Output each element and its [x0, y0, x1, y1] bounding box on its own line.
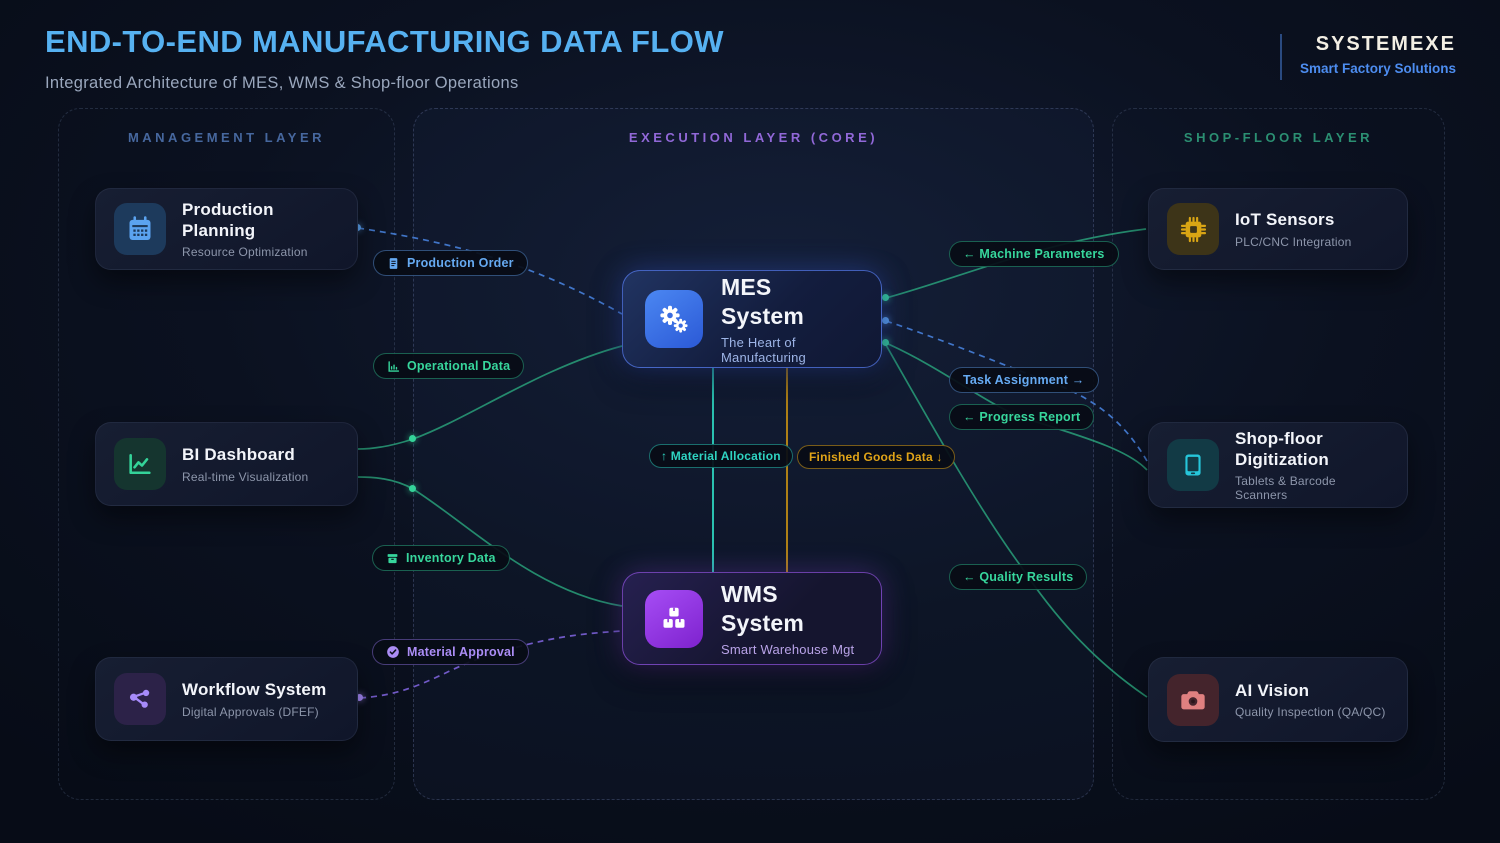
check-circle-icon [387, 646, 399, 658]
node-title: WMS System [721, 581, 805, 636]
flow-pill-finished-goods-data: Finished Goods Data ↓ [797, 445, 955, 469]
node-title: IoT Sensors [1235, 210, 1335, 230]
flow-label: Task Assignment → [963, 373, 1085, 387]
flow-pill-machine-parameters: ← Machine Parameters [949, 241, 1119, 267]
calendar-icon [114, 203, 166, 255]
port-mes-top [882, 294, 889, 301]
gears-icon [645, 290, 703, 348]
wire-inventory-data [357, 476, 623, 607]
flow-label: ← Progress Report [963, 410, 1081, 424]
flow-pill-material-approval: Material Approval [372, 639, 529, 665]
junction-operational-data [409, 435, 416, 442]
flow-label: Finished Goods Data ↓ [809, 450, 943, 464]
flow-pill-task-assignment: Task Assignment → [949, 367, 1099, 393]
node-title: MES System [721, 274, 805, 329]
tablet-icon [1167, 439, 1219, 491]
box-icon [387, 553, 398, 563]
management-layer-label: MANAGEMENT LAYER [127, 130, 326, 145]
wire-operational-data [357, 345, 623, 450]
node-wms-system: WMS System Smart Warehouse Mgt [622, 572, 882, 665]
node-subtitle: Quality Inspection (QA/QC) [1235, 705, 1386, 720]
node-subtitle: PLC/CNC Integration [1235, 234, 1352, 249]
execution-layer-label: EXECUTION LAYER (CORE) [628, 130, 879, 145]
brand-divider [1280, 34, 1282, 80]
flow-pill-quality-results: ← Quality Results [949, 564, 1088, 590]
bar-chart-icon [388, 360, 400, 372]
brand-tagline: Smart Factory Solutions [1299, 61, 1456, 76]
node-title: Shop-floor Digitization [1235, 428, 1329, 469]
node-workflow-system: Workflow System Digital Approvals (DFEF) [95, 657, 358, 741]
flow-label: ← Quality Results [963, 570, 1074, 584]
flow-pill-material-allocation: ↑ Material Allocation [649, 444, 793, 468]
node-subtitle: Digital Approvals (DFEF) [182, 704, 319, 719]
node-production-planning: Production Planning Resource Optimizatio… [95, 188, 358, 270]
page-subtitle: Integrated Architecture of MES, WMS & Sh… [45, 74, 519, 92]
management-layer-panel: MANAGEMENT LAYER [58, 108, 395, 800]
brand-name: SYSTEMEXE [1315, 33, 1456, 55]
brand-block: SYSTEMEXE Smart Factory Solutions [1300, 33, 1456, 76]
flow-label: ← Machine Parameters [963, 247, 1105, 261]
junction-inventory-data [409, 485, 416, 492]
port-mes-middle [882, 317, 889, 324]
node-title: AI Vision [1235, 680, 1310, 700]
node-title: Workflow System [182, 680, 327, 700]
document-icon [389, 257, 398, 269]
node-subtitle: Smart Warehouse Mgt [721, 641, 855, 657]
flow-pill-progress-report: ← Progress Report [949, 404, 1095, 430]
flow-pill-inventory-data: Inventory Data [372, 545, 510, 571]
shopfloor-layer-label: SHOP-FLOOR LAYER [1183, 130, 1374, 145]
page-title: END-TO-END MANUFACTURING DATA FLOW [45, 24, 724, 59]
share-nodes-icon [114, 673, 166, 725]
node-bi-dashboard: BI Dashboard Real-time Visualization [95, 422, 358, 506]
flow-label: ↑ Material Allocation [661, 449, 781, 463]
wire-task-assignment [885, 320, 1148, 462]
flow-label: Production Order [407, 256, 514, 270]
port-mes-bottom [882, 339, 889, 346]
node-ai-vision: AI Vision Quality Inspection (QA/QC) [1148, 657, 1408, 742]
node-title: BI Dashboard [182, 445, 295, 465]
wire-quality-results [885, 344, 1148, 698]
boxes-icon [645, 589, 703, 648]
camera-icon [1167, 673, 1219, 726]
line-chart-icon [114, 438, 166, 490]
node-subtitle: Real-time Visualization [182, 469, 309, 484]
flow-pill-production-order: Production Order [373, 250, 528, 276]
flow-label: Operational Data [407, 359, 511, 373]
node-iot-sensors: IoT Sensors PLC/CNC Integration [1148, 188, 1408, 270]
flow-label: Material Approval [407, 645, 515, 659]
shopfloor-layer-panel: SHOP-FLOOR LAYER [1112, 108, 1445, 800]
node-title: Production Planning [182, 199, 274, 240]
node-shopfloor-digitization: Shop-floor Digitization Tablets & Barcod… [1148, 422, 1408, 508]
flow-label: Inventory Data [406, 551, 496, 565]
port-workflow-system [356, 694, 363, 701]
chip-icon [1167, 203, 1219, 255]
node-mes-system: MES System The Heart of Manufacturing [622, 270, 882, 368]
node-subtitle: The Heart of Manufacturing [721, 334, 806, 365]
flow-pill-operational-data: Operational Data [373, 353, 525, 379]
node-subtitle: Tablets & Barcode Scanners [1235, 474, 1336, 503]
node-subtitle: Resource Optimization [182, 245, 308, 260]
